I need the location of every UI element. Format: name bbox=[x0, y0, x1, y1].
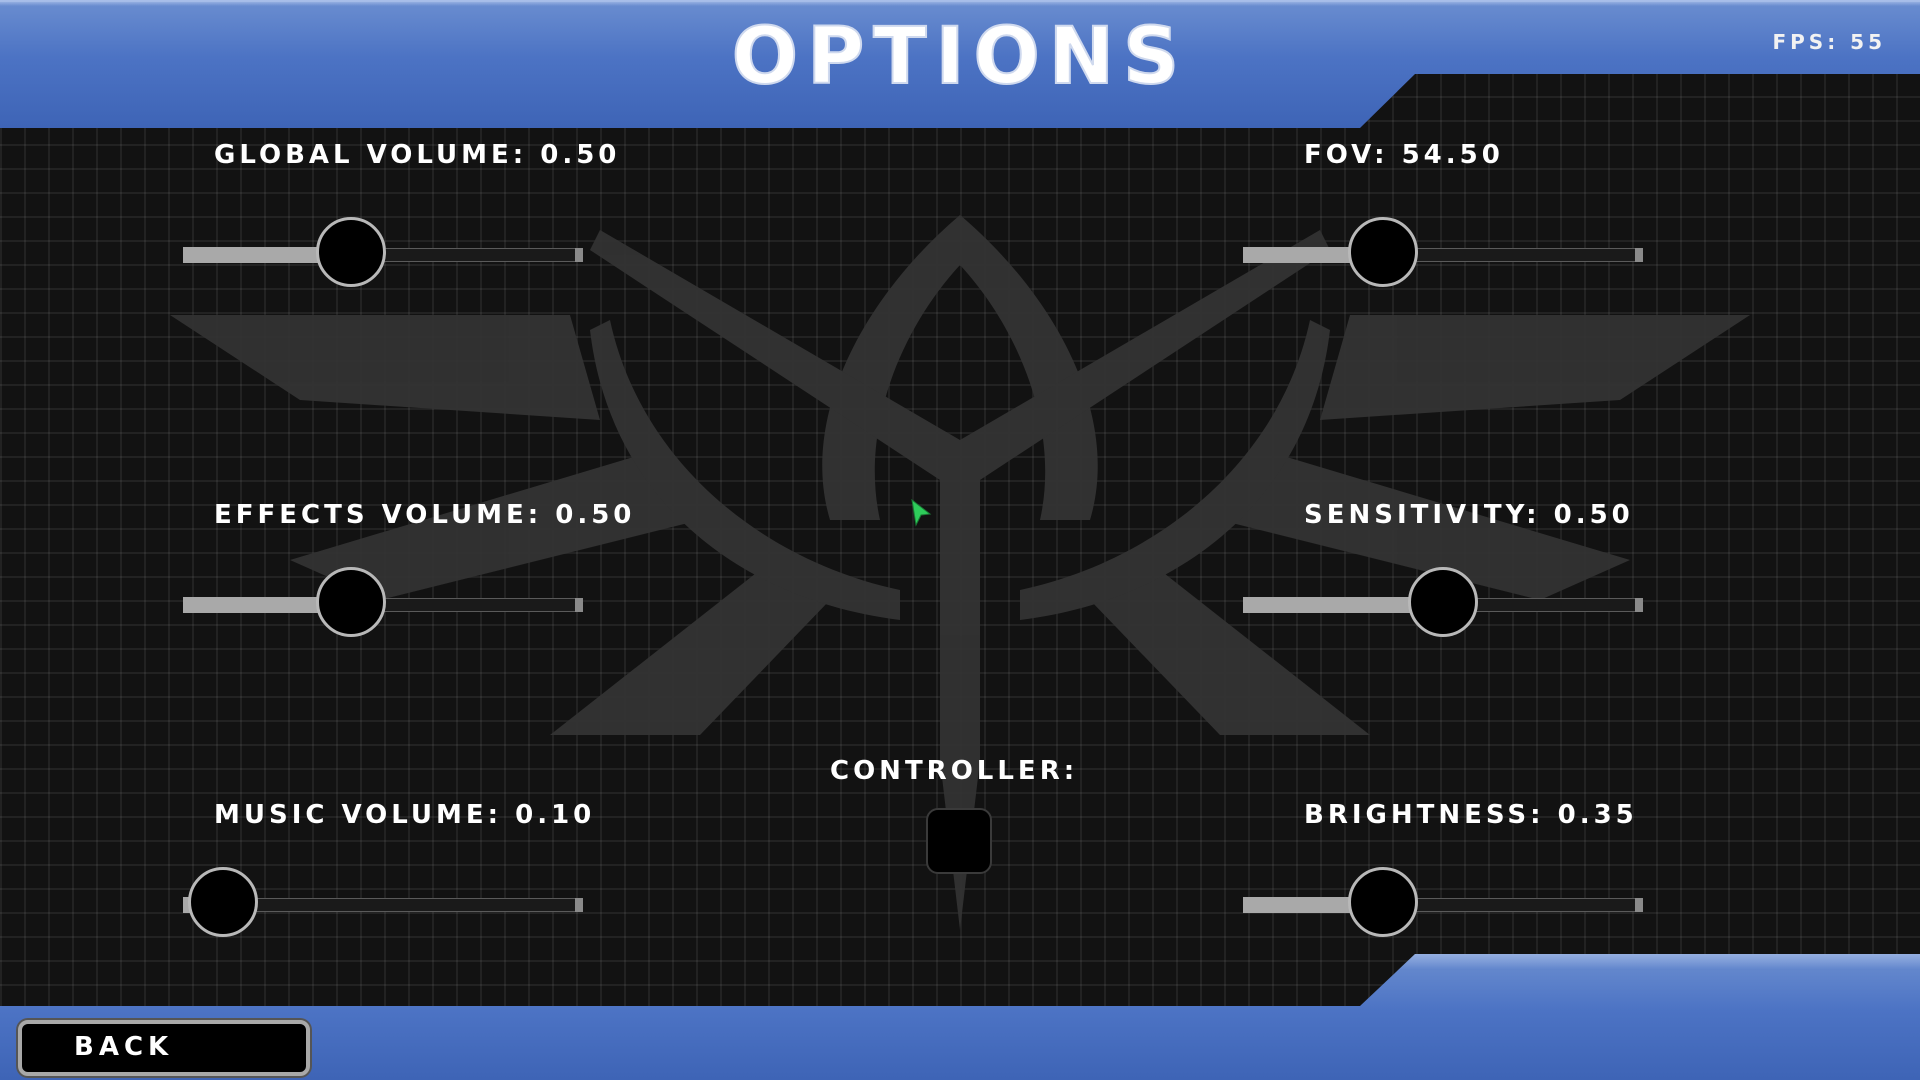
slider-fill bbox=[183, 597, 351, 613]
slider-knob[interactable] bbox=[316, 217, 386, 287]
slider-end bbox=[575, 598, 583, 612]
music-volume-label: MUSIC VOLUME: 0.10 bbox=[214, 800, 596, 830]
music-volume-slider[interactable] bbox=[183, 865, 583, 945]
page-title: OPTIONS bbox=[731, 11, 1189, 103]
back-button[interactable]: BACK bbox=[18, 1020, 310, 1076]
sensitivity-slider[interactable] bbox=[1243, 565, 1643, 645]
slider-knob[interactable] bbox=[1408, 567, 1478, 637]
slider-fill bbox=[1243, 597, 1443, 613]
slider-knob[interactable] bbox=[316, 567, 386, 637]
sensitivity-label: SENSITIVITY: 0.50 bbox=[1304, 500, 1634, 530]
slider-knob[interactable] bbox=[188, 867, 258, 937]
slider-end bbox=[1635, 598, 1643, 612]
controller-label: CONTROLLER: bbox=[830, 756, 1079, 786]
slider-knob[interactable] bbox=[1348, 867, 1418, 937]
fov-slider[interactable] bbox=[1243, 215, 1643, 295]
effects-volume-slider[interactable] bbox=[183, 565, 583, 645]
slider-end bbox=[1635, 248, 1643, 262]
slider-end bbox=[575, 248, 583, 262]
global-volume-label: GLOBAL VOLUME: 0.50 bbox=[214, 140, 621, 170]
controller-checkbox[interactable] bbox=[926, 808, 992, 874]
slider-knob[interactable] bbox=[1348, 217, 1418, 287]
fov-label: FOV: 54.50 bbox=[1304, 140, 1504, 170]
effects-volume-label: EFFECTS VOLUME: 0.50 bbox=[214, 500, 636, 530]
brightness-label: BRIGHTNESS: 0.35 bbox=[1304, 800, 1638, 830]
cursor-arrow-icon bbox=[911, 498, 932, 527]
brightness-slider[interactable] bbox=[1243, 865, 1643, 945]
global-volume-slider[interactable] bbox=[183, 215, 583, 295]
slider-end bbox=[1635, 898, 1643, 912]
fps-counter: FPS: 55 bbox=[1772, 30, 1886, 54]
slider-fill bbox=[183, 247, 351, 263]
slider-end bbox=[575, 898, 583, 912]
